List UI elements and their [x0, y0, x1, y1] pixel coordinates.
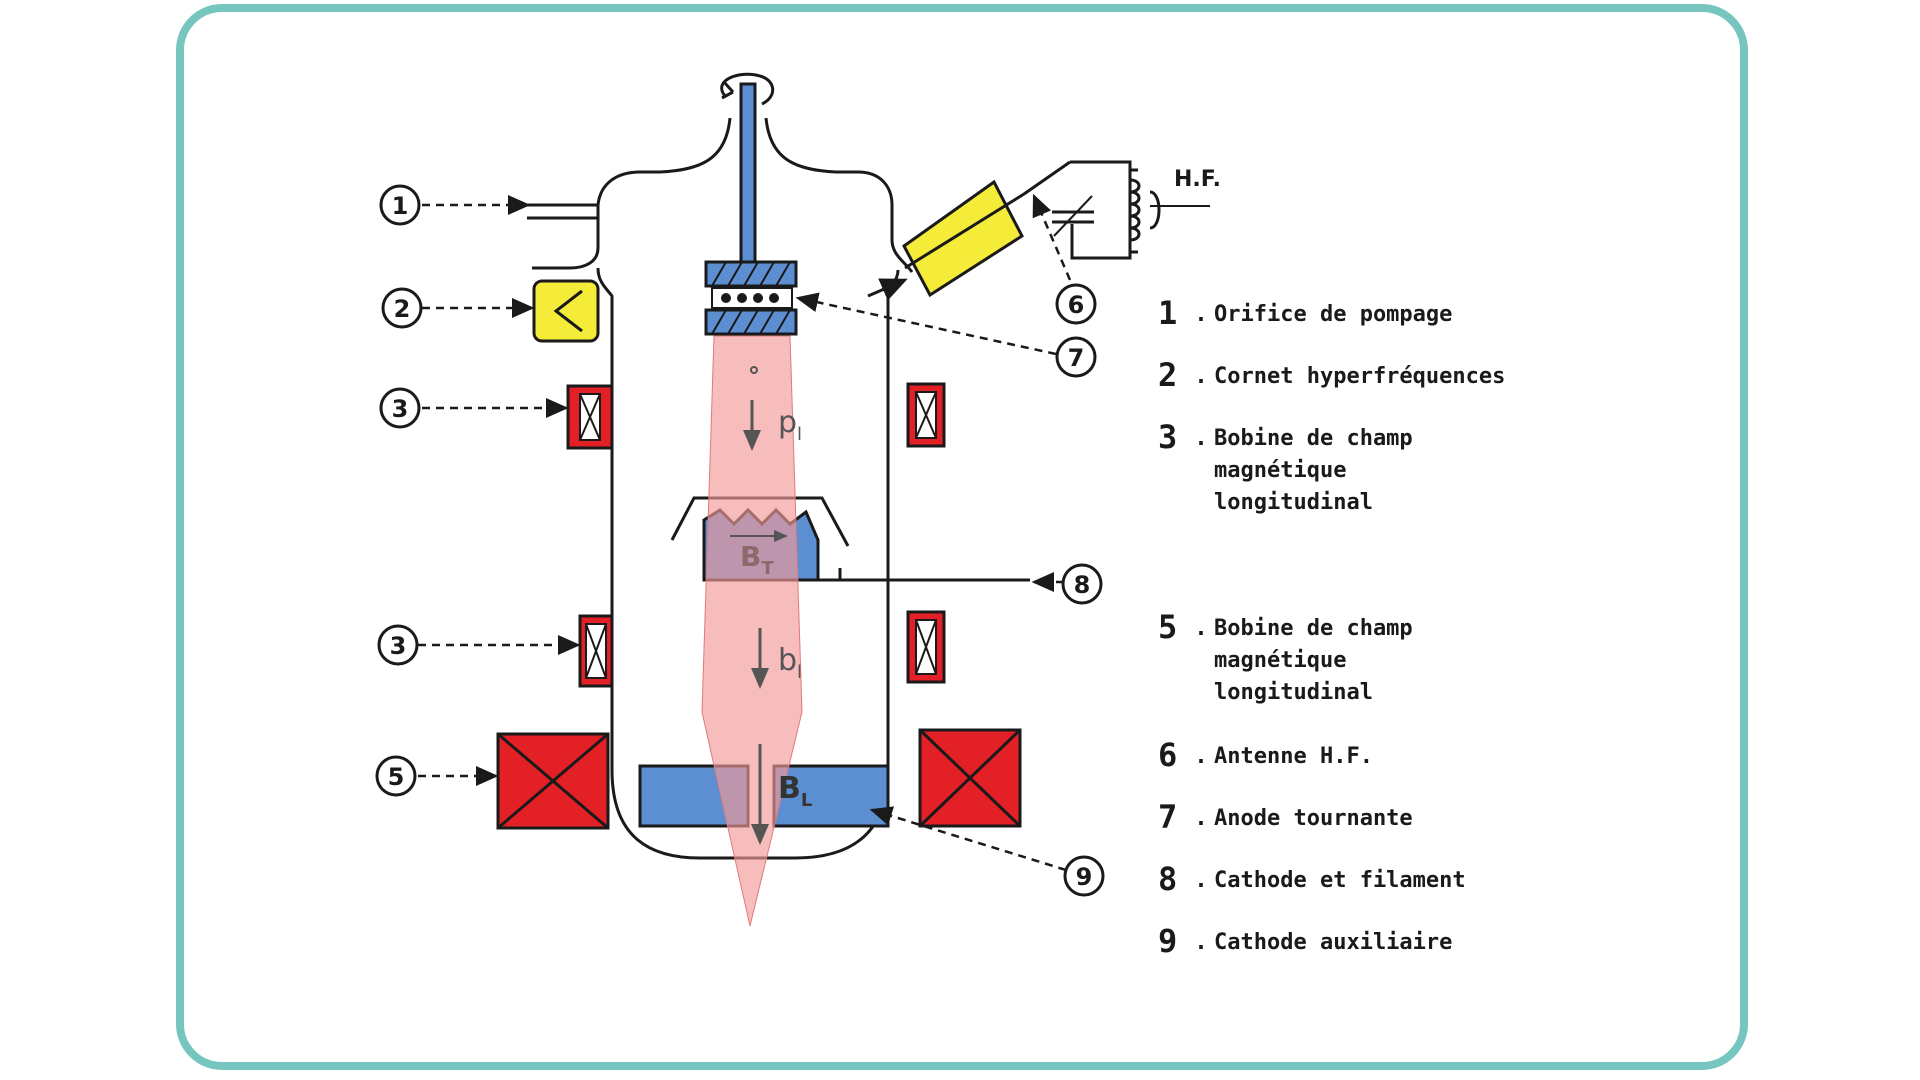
diagram-frame — [176, 4, 1748, 1070]
legend-separator: . — [1194, 426, 1208, 451]
rotating-shaft — [720, 72, 775, 282]
legend-item-7: 7 . Anode tournante — [1158, 799, 1413, 839]
legend-separator: . — [1194, 868, 1208, 893]
callout-3-upper: 3 — [379, 387, 421, 429]
field-label-bl-small: bl — [778, 643, 802, 683]
callout-7: 7 — [1055, 336, 1097, 378]
callout-5: 5 — [375, 755, 417, 797]
field-label-pl: pl — [778, 405, 802, 445]
legend-number: 2 — [1158, 356, 1178, 394]
legend-separator: . — [1194, 744, 1208, 769]
particle-beam — [701, 335, 803, 927]
svg-text:9: 9 — [1076, 863, 1093, 891]
svg-text:3: 3 — [392, 395, 409, 423]
microwave-horn — [532, 279, 600, 343]
field-label-bt: BT — [740, 540, 774, 579]
svg-text:3: 3 — [390, 632, 407, 660]
legend-item-5: 5 . Bobine de champ magnétique longitudi… — [1158, 609, 1518, 709]
large-coil-left — [496, 732, 610, 830]
svg-text:6: 6 — [1068, 291, 1085, 319]
legend-number: 9 — [1158, 922, 1178, 960]
small-coil-right-lower — [906, 610, 946, 684]
legend-text: Cathode et filament — [1214, 868, 1466, 893]
legend-number: 5 — [1158, 608, 1178, 646]
large-coil-right — [918, 728, 1022, 828]
legend-number: 1 — [1158, 294, 1178, 332]
callout-3-lower: 3 — [377, 624, 419, 666]
field-label-bl: BL — [778, 771, 812, 811]
legend-number: 8 — [1158, 860, 1178, 898]
small-coil-left-lower — [578, 614, 614, 688]
legend-number: 6 — [1158, 736, 1178, 774]
legend-number: 3 — [1158, 418, 1178, 456]
legend-text: Cornet hyperfréquences — [1214, 364, 1506, 389]
legend-text: Antenne H.F. — [1214, 744, 1373, 769]
svg-text:1: 1 — [392, 192, 409, 220]
legend-separator: . — [1194, 364, 1208, 389]
legend-separator: . — [1194, 616, 1208, 641]
legend-separator: . — [1194, 302, 1208, 327]
small-coil-right-upper — [906, 382, 946, 448]
callout-leaders — [418, 193, 1072, 872]
field-arrows — [730, 366, 788, 845]
svg-text:2: 2 — [394, 295, 411, 323]
hf-label: H.F. — [1174, 167, 1221, 192]
callout-6: 6 — [1055, 283, 1097, 325]
svg-text:8: 8 — [1074, 571, 1091, 599]
hf-antenna — [867, 160, 1210, 301]
legend-item-8: 8 . Cathode et filament — [1158, 861, 1466, 901]
legend-separator: . — [1194, 930, 1208, 955]
svg-text:7: 7 — [1068, 344, 1085, 372]
svg-text:5: 5 — [388, 763, 405, 791]
legend-text: Orifice de pompage — [1214, 302, 1453, 327]
legend-number: 7 — [1158, 798, 1178, 836]
rotating-anode — [704, 260, 798, 336]
legend-text: Bobine de champ magnétique longitudinal — [1214, 616, 1413, 705]
callout-1: 1 — [379, 184, 421, 226]
legend-separator: . — [1194, 806, 1208, 831]
legend-text: Anode tournante — [1214, 806, 1413, 831]
legend-text: Cathode auxiliaire — [1214, 930, 1453, 955]
legend-text: Bobine de champ magnétique longitudinal — [1214, 426, 1413, 515]
legend-item-2: 2 . Cornet hyperfréquences — [1158, 357, 1505, 397]
callout-2: 2 — [381, 287, 423, 329]
legend-item-1: 1 . Orifice de pompage — [1158, 295, 1452, 335]
legend-item-3: 3 . Bobine de champ magnétique longitudi… — [1158, 419, 1518, 519]
legend-item-6: 6 . Antenne H.F. — [1158, 737, 1373, 777]
small-coil-left-upper — [566, 384, 614, 450]
legend-item-9: 9 . Cathode auxiliaire — [1158, 923, 1452, 963]
callout-9: 9 — [1063, 855, 1105, 897]
callout-8: 8 — [1061, 563, 1103, 605]
